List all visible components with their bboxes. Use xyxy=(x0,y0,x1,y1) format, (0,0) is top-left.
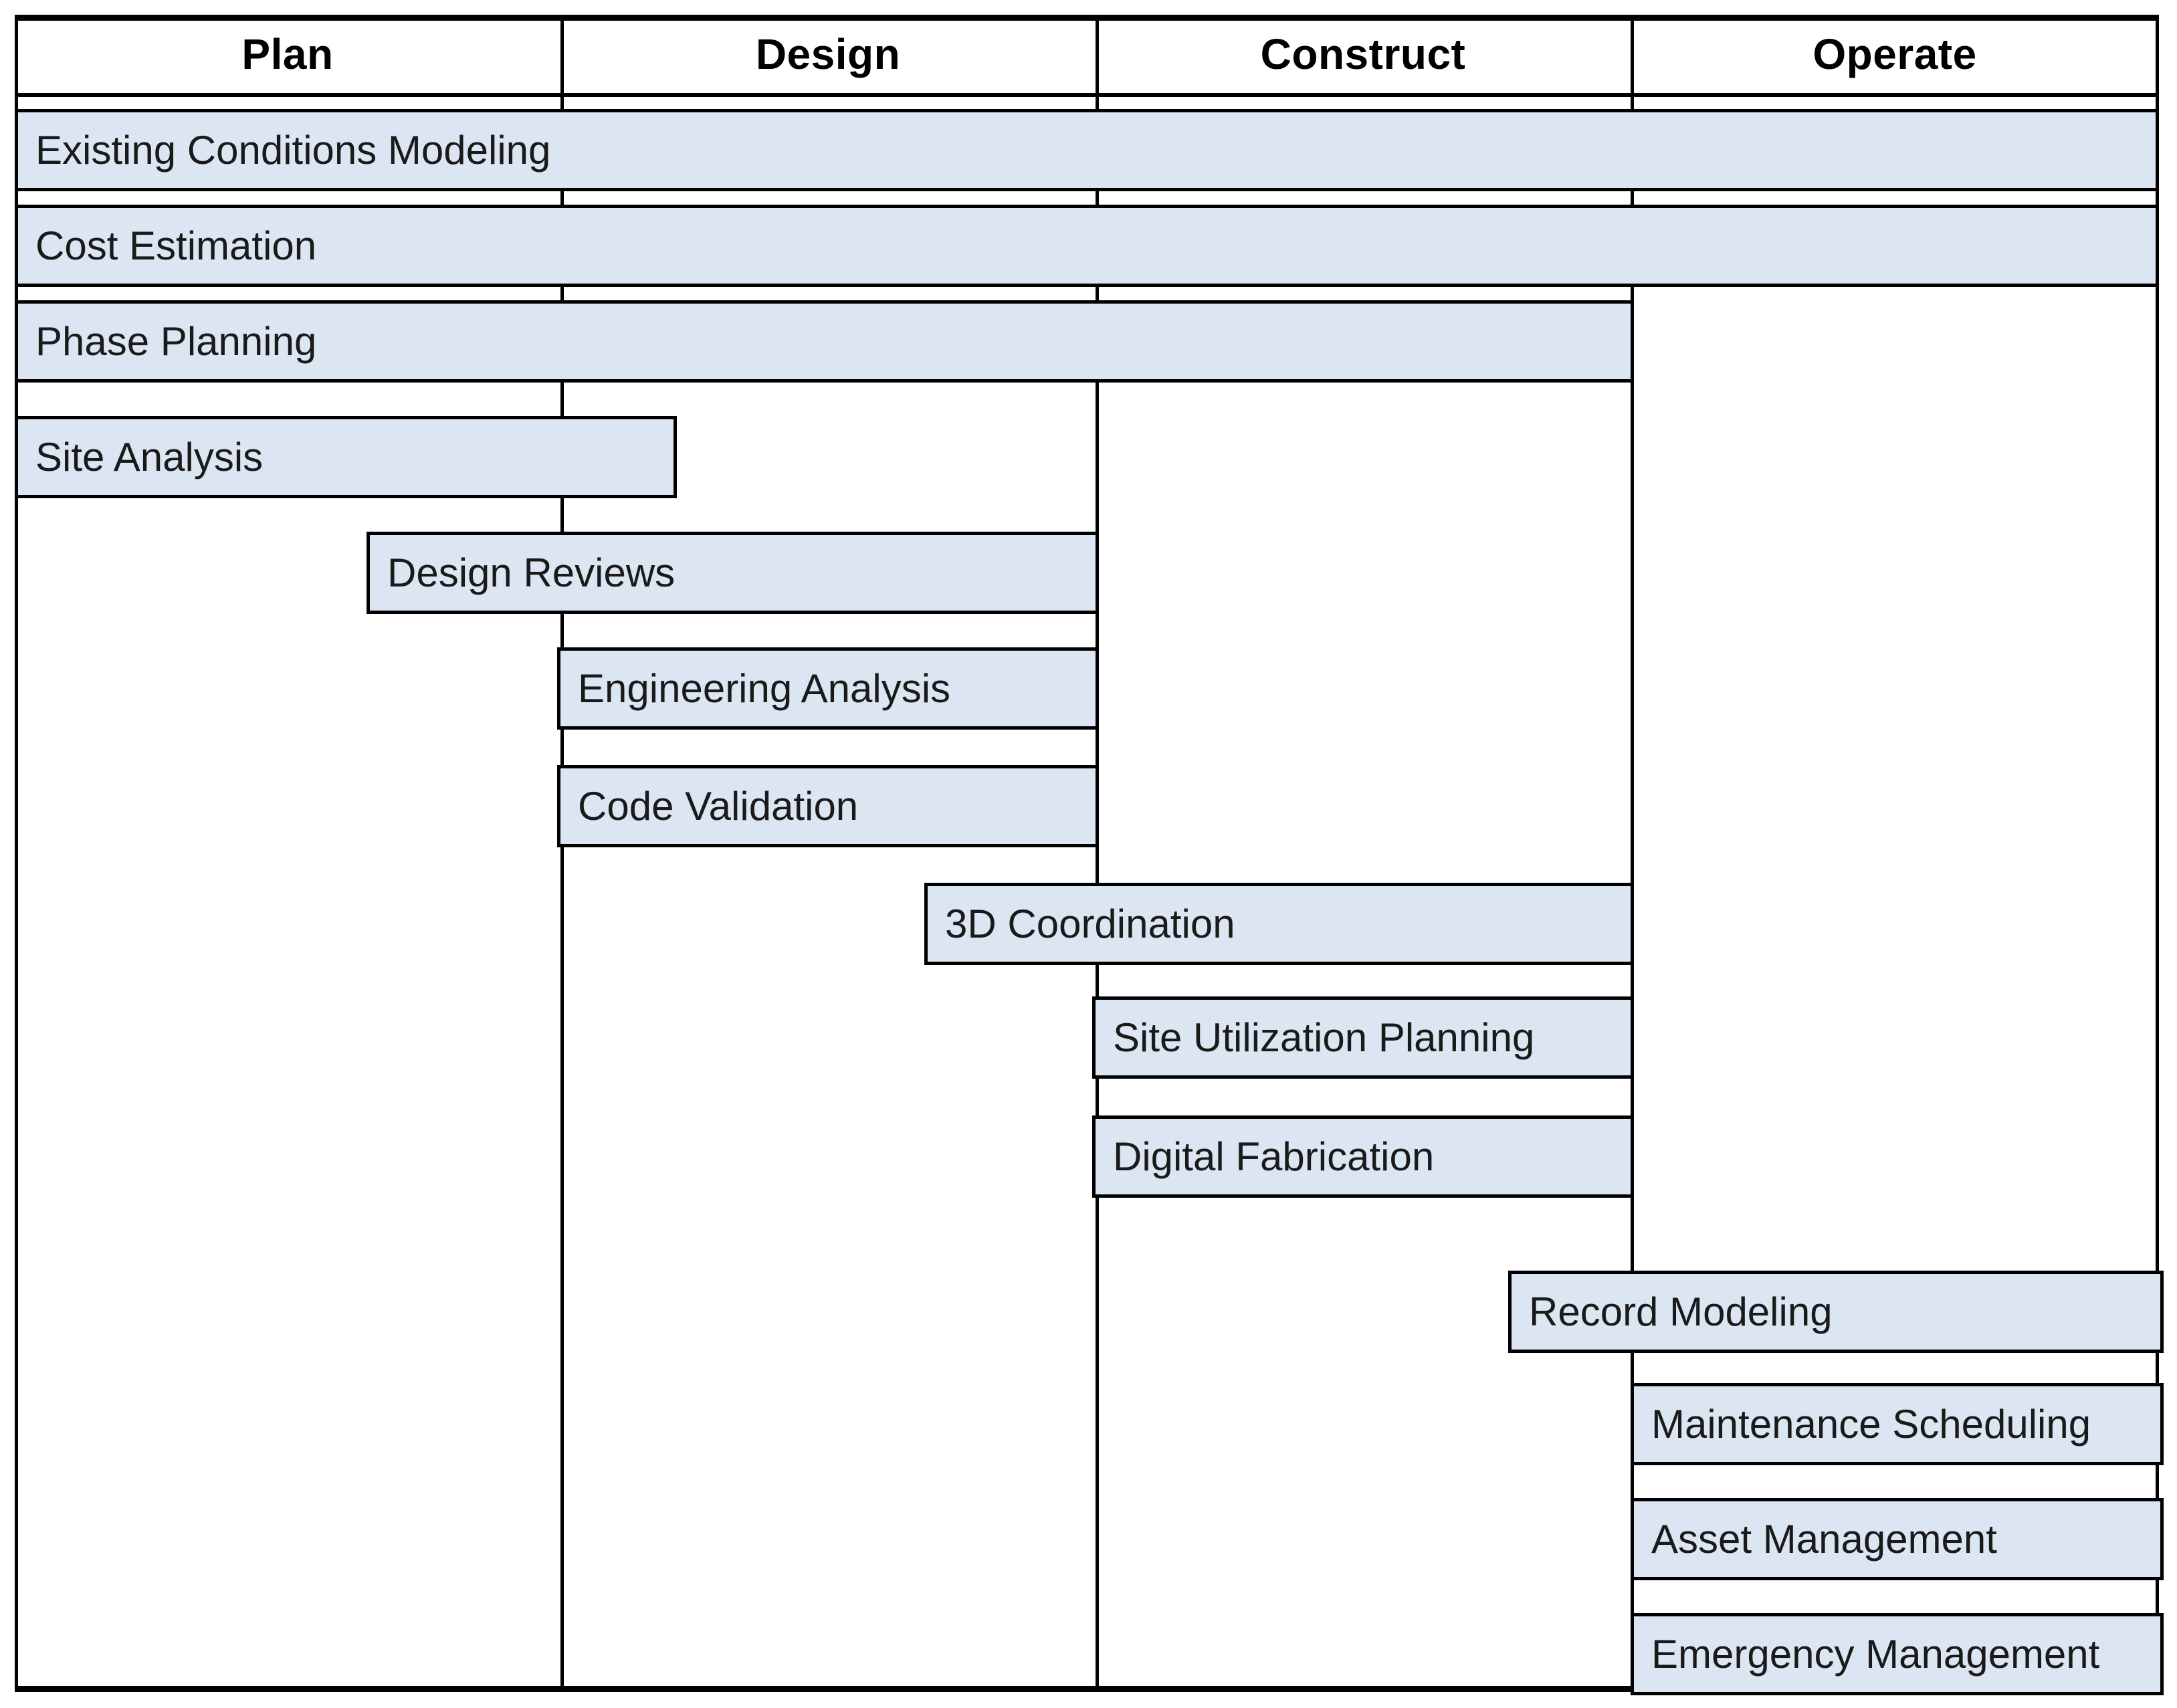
phase-header-plan: Plan xyxy=(15,15,560,93)
phase-header-design: Design xyxy=(560,15,1096,93)
phase-header-design-label: Design xyxy=(755,29,901,78)
column-divider-plan-design xyxy=(560,15,564,1692)
task-bar-label: Maintenance Scheduling xyxy=(1651,1402,2091,1447)
task-bar[interactable]: Record Modeling xyxy=(1508,1271,2164,1353)
task-bar[interactable]: Engineering Analysis xyxy=(557,647,1099,730)
task-bar[interactable]: Digital Fabrication xyxy=(1092,1115,1634,1198)
task-bar-label: Phase Planning xyxy=(35,319,317,364)
phase-header-plan-label: Plan xyxy=(241,29,334,78)
task-bar[interactable]: Site Analysis xyxy=(15,416,677,498)
task-bar-label: 3D Coordination xyxy=(945,901,1235,946)
header-bottom-rule xyxy=(15,93,2159,97)
task-bar[interactable]: Maintenance Scheduling xyxy=(1631,1383,2164,1465)
grid-frame xyxy=(15,15,2159,1692)
column-divider-design-construct xyxy=(1096,15,1099,1692)
phase-header-operate: Operate xyxy=(1631,15,2159,93)
task-bar-label: Existing Conditions Modeling xyxy=(35,128,551,173)
task-bar-label: Code Validation xyxy=(578,784,859,829)
task-bar-label: Emergency Management xyxy=(1651,1632,2100,1677)
task-bar-label: Cost Estimation xyxy=(35,223,317,268)
task-bar[interactable]: Cost Estimation xyxy=(15,205,2159,287)
task-bar[interactable]: Code Validation xyxy=(557,765,1099,847)
task-bar-label: Digital Fabrication xyxy=(1113,1134,1435,1179)
task-bar[interactable]: 3D Coordination xyxy=(924,883,1634,965)
task-bar-label: Design Reviews xyxy=(387,550,676,595)
phase-header-construct-label: Construct xyxy=(1260,29,1466,78)
task-bar-label: Record Modeling xyxy=(1529,1289,1833,1334)
task-bar-label: Engineering Analysis xyxy=(578,666,951,711)
task-bar-label: Asset Management xyxy=(1651,1517,1997,1562)
task-bar[interactable]: Emergency Management xyxy=(1631,1613,2164,1695)
phase-header-operate-label: Operate xyxy=(1812,29,1977,78)
column-divider-construct-operate xyxy=(1631,15,1634,1692)
task-bar-label: Site Analysis xyxy=(35,435,264,479)
task-bar[interactable]: Design Reviews xyxy=(367,532,1099,614)
task-bar[interactable]: Asset Management xyxy=(1631,1498,2164,1580)
phase-header-construct: Construct xyxy=(1096,15,1631,93)
task-bar[interactable]: Existing Conditions Modeling xyxy=(15,109,2159,191)
task-bar[interactable]: Phase Planning xyxy=(15,300,1634,383)
task-bar-label: Site Utilization Planning xyxy=(1113,1015,1535,1060)
task-bar[interactable]: Site Utilization Planning xyxy=(1092,996,1634,1079)
